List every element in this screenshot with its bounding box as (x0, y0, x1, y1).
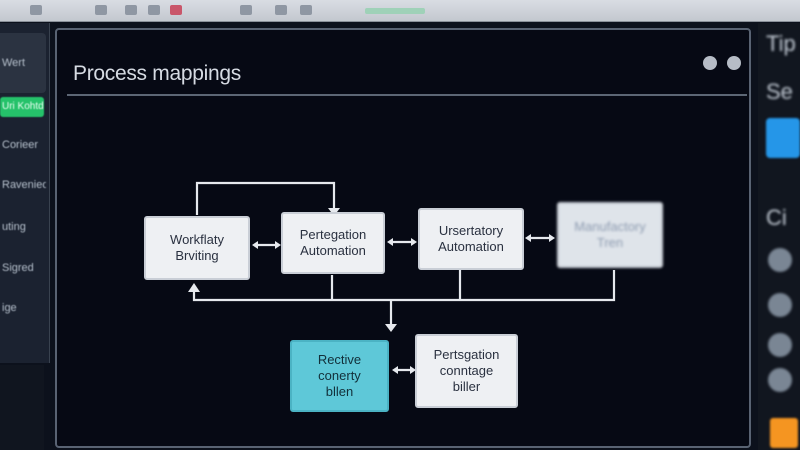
user-icon[interactable] (768, 333, 792, 357)
node-line: Pertegation (299, 227, 367, 242)
profile-icon[interactable] (768, 248, 792, 272)
arrowhead-5-6-right (410, 366, 416, 374)
flow-node-workflow[interactable]: Workflaty Brviting (144, 216, 250, 280)
arrowhead-1-2-left (252, 241, 258, 249)
node-line: Brviting (175, 248, 219, 263)
toolbar-icon-8[interactable] (300, 5, 312, 15)
node-line: biller (452, 379, 481, 394)
toolbar-icon-7[interactable] (275, 5, 287, 15)
node-line: conntage (439, 363, 494, 378)
sidebar-item-3[interactable]: Ravenied (2, 179, 46, 191)
share-icon[interactable] (768, 368, 792, 392)
arrowhead-2-3-left (387, 238, 393, 246)
notification-icon[interactable] (770, 418, 798, 448)
toolbar-icon-4[interactable] (148, 5, 160, 15)
toolbar-icon-3[interactable] (125, 5, 137, 15)
right-heading-1: Tip (766, 31, 796, 56)
node-line: Pertsgation (433, 347, 500, 362)
sidebar-footer (0, 365, 44, 450)
toolbar-icon-1[interactable] (30, 5, 42, 15)
arrowhead-to-lower (385, 324, 397, 332)
twitter-icon[interactable] (766, 118, 800, 158)
toolbar-icon-2[interactable] (95, 5, 107, 15)
node-line: Automation (300, 243, 366, 258)
right-heading-2: Se (766, 79, 793, 104)
node-line: bllen (325, 384, 354, 399)
flow-node-manufactory[interactable]: Manufactory Tren (557, 202, 663, 268)
node-line: Ursertatory (438, 223, 504, 238)
title-divider (67, 94, 747, 96)
flow-node-pertegation-automation[interactable]: Pertegation Automation (281, 212, 385, 274)
settings-icon[interactable] (768, 293, 792, 317)
right-heading-3: Ci (766, 205, 787, 230)
connector-top-loop (195, 181, 336, 215)
arrowhead-3-4-left (525, 234, 531, 242)
app-toolbar (0, 0, 800, 22)
flow-node-rective-highlighted[interactable]: Rective conerty bllen (290, 340, 389, 412)
node-line: Workflaty (170, 232, 224, 247)
node-line: Rective (317, 352, 362, 367)
close-icon[interactable] (727, 56, 741, 70)
flow-node-pertsgation-biller[interactable]: Pertsgation conntage biller (415, 334, 518, 408)
toolbar-progress (365, 8, 425, 14)
sidebar-item-2[interactable]: Corieer (2, 139, 39, 151)
arrowhead-2-3-right (411, 238, 417, 246)
flow-diagram (188, 181, 616, 374)
arrowhead-3-4-right (549, 234, 555, 242)
arrowhead-1-2-right (275, 241, 281, 249)
left-sidebar: Wert Uri Kohtd Corieer Ravenied uting Si… (0, 23, 50, 363)
arrowhead-bottom-loop (188, 283, 200, 292)
sidebar-header-panel (0, 33, 46, 93)
connector-bottom-loop (192, 270, 616, 302)
settings-icon[interactable] (703, 56, 717, 70)
sidebar-item-6[interactable]: ige (2, 302, 17, 314)
node-line: Manufactory (574, 219, 646, 234)
sidebar-item-5[interactable]: Sigred (2, 262, 34, 274)
sidebar-item-active[interactable]: Uri Kohtd (0, 97, 44, 117)
toolbar-icon-6[interactable] (240, 5, 252, 15)
node-line: Tren (596, 235, 624, 250)
toolbar-icon-5[interactable] (170, 5, 182, 15)
arrowhead-5-6-left (392, 366, 398, 374)
process-map-panel: Process mappings Workflaty Brviting (55, 28, 751, 448)
node-line: Automation (438, 239, 504, 254)
sidebar-item-0[interactable]: Wert (2, 57, 26, 69)
page-title: Process mappings (73, 62, 241, 85)
node-line: conerty (318, 368, 361, 383)
right-sidebar: Tip Se Ci (758, 23, 800, 450)
sidebar-item-4[interactable]: uting (2, 221, 26, 233)
flow-node-ursertatory-automation[interactable]: Ursertatory Automation (418, 208, 524, 270)
